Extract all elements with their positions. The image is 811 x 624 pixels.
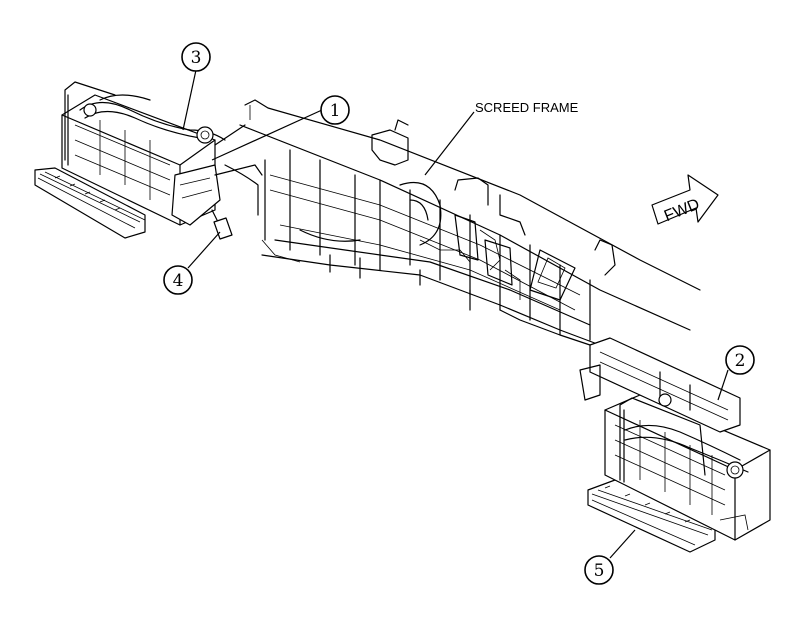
- screed-frame-callout: SCREED FRAME: [424, 100, 579, 176]
- left-end-assembly: [34, 81, 263, 240]
- screed-frame-beam: [239, 99, 701, 346]
- callout-4-number: 4: [173, 271, 184, 291]
- callout-5-number: 5: [594, 561, 605, 581]
- callout-3: 3: [181, 42, 211, 131]
- screed-frame-label: SCREED FRAME: [475, 100, 579, 115]
- fwd-direction-arrow: FWD: [651, 174, 719, 225]
- callout-1: 1: [211, 95, 350, 161]
- callout-5: 5: [584, 529, 636, 585]
- callout-2: 2: [717, 345, 755, 401]
- callout-2-number: 2: [735, 351, 746, 371]
- right-end-assembly: [579, 337, 771, 553]
- callout-1-number: 1: [330, 101, 341, 121]
- callout-4: 4: [163, 231, 221, 295]
- callout-3-number: 3: [191, 48, 202, 68]
